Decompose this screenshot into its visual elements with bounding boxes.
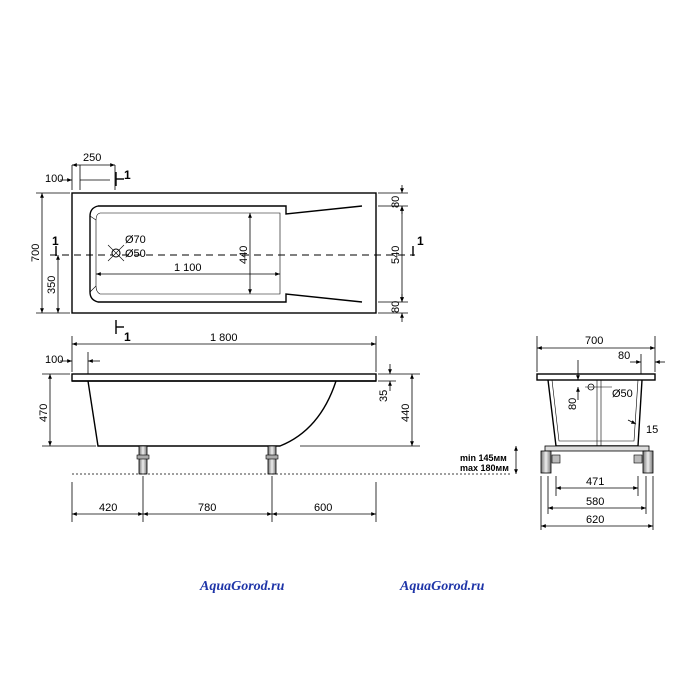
dim-420: 420 — [99, 502, 117, 514]
dim-80-end: 80 — [567, 398, 579, 410]
dim-540: 540 — [390, 246, 402, 264]
drain-70-label: Ø70 — [125, 234, 146, 246]
leg-min: min 145мм — [460, 453, 507, 463]
tub-rim-side — [71, 373, 377, 382]
dim-471: 471 — [586, 476, 604, 488]
drain-50-end: Ø50 — [612, 388, 633, 400]
dim-100-side: 100 — [45, 354, 63, 366]
dim-580: 580 — [586, 496, 604, 508]
leg-left-end — [540, 450, 552, 474]
watermark-left: AquaGorod.ru — [199, 579, 285, 594]
leg-right-side — [267, 445, 277, 475]
section-mark-right: 1 — [417, 234, 424, 248]
leg-right-end — [642, 450, 654, 474]
dim-350: 350 — [46, 276, 58, 294]
leg-max: max 180мм — [460, 463, 509, 473]
frame-bar — [544, 445, 650, 452]
tub-outline-top — [71, 192, 377, 314]
drain-50-label: Ø50 — [125, 248, 146, 260]
dim-1800: 1 800 — [210, 332, 238, 344]
tub-body-side — [87, 380, 337, 447]
dim-700-end: 700 — [585, 335, 603, 347]
top-view: Ø70 Ø50 250 100 1 1 1 1 700 350 1 100 — [30, 152, 424, 344]
dim-35: 35 — [378, 390, 390, 402]
dim-620: 620 — [586, 514, 604, 526]
leg-left-side — [138, 445, 148, 475]
dim-80-bottom-right: 80 — [390, 301, 402, 313]
dim-15: 15 — [646, 424, 658, 436]
dim-250: 250 — [83, 152, 101, 164]
tub-rim-end — [536, 373, 656, 381]
dim-440-side: 440 — [400, 404, 412, 422]
dim-1100: 1 100 — [174, 262, 202, 274]
dim-80-top-right: 80 — [390, 196, 402, 208]
dim-100-top: 100 — [45, 173, 63, 185]
side-view: 1 800 100 470 35 440 min 145мм m — [38, 332, 518, 522]
tub-basin-top — [89, 205, 363, 303]
dim-600: 600 — [314, 502, 332, 514]
dim-440-top: 440 — [238, 246, 250, 264]
section-mark-left: 1 — [52, 234, 59, 248]
end-view: 700 80 80 Ø50 15 471 — [536, 335, 665, 530]
dim-780: 780 — [198, 502, 216, 514]
watermark-right: AquaGorod.ru — [399, 579, 485, 594]
dim-470: 470 — [38, 404, 50, 422]
section-mark-bottom: 1 — [124, 330, 131, 344]
dim-700-top: 700 — [30, 244, 42, 262]
section-mark-top: 1 — [124, 168, 131, 182]
dim-80-end-right: 80 — [618, 350, 630, 362]
